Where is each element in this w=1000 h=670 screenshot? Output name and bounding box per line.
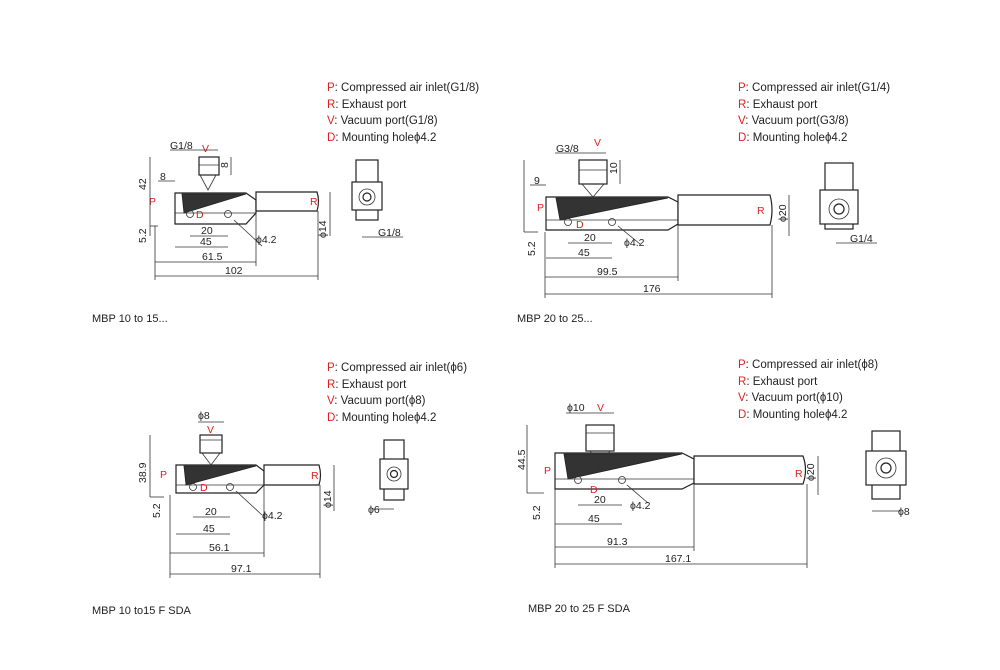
dim-20: 20 [205, 506, 217, 518]
dim-hole: ϕ4.2 [630, 500, 651, 512]
dim-diameter: ϕ20 [805, 463, 817, 481]
port-legend: P: Compressed air inlet(ϕ6) R: Exhaust p… [327, 360, 467, 426]
legend-row-r: R: Exhaust port [738, 98, 818, 111]
technical-drawing: P R V D G3/8 10 9 5.2 20 45 99.5 176 ϕ4.… [523, 137, 877, 298]
dim-45: 45 [203, 523, 215, 535]
dim-total-1: 56.1 [209, 542, 230, 554]
mount-label-d: D [590, 484, 598, 496]
dim-total-1: 61.5 [202, 251, 223, 263]
legend-row-r: R: Exhaust port [327, 98, 407, 111]
legend-row-r: R: Exhaust port [738, 375, 818, 388]
port-legend: P: Compressed air inlet(G1/8) R: Exhaust… [327, 80, 479, 146]
dim-total-2: 167.1 [665, 553, 691, 565]
legend-row-d: D: Mounting holeϕ4.2 [738, 408, 848, 421]
dim-low: 5.2 [526, 241, 538, 256]
inlet-label-p: P [160, 469, 167, 481]
dim-diameter: ϕ14 [317, 220, 329, 238]
dim-total-2: 176 [643, 283, 661, 295]
inlet-label-p: P [149, 196, 156, 208]
dim-20: 20 [594, 494, 606, 506]
exhaust-label-r: R [311, 470, 319, 482]
dim-hole: ϕ4.2 [624, 237, 645, 249]
dim-45: 45 [578, 247, 590, 259]
mount-label-d: D [576, 219, 584, 231]
vacuum-label-v: V [207, 424, 214, 436]
dim-top-port: G3/8 [556, 143, 579, 155]
model-caption: MBP 20 to 25 F SDA [528, 603, 630, 615]
legend-row-v: V: Vacuum port(ϕ10) [738, 392, 843, 404]
dim-top-height: 8 [219, 162, 231, 168]
model-caption: MBP 20 to 25... [517, 313, 593, 325]
model-caption: MBP 10 to15 F SDA [92, 605, 191, 617]
legend-row-v: V: Vacuum port(ϕ8) [327, 395, 426, 407]
legend-row-d: D: Mounting holeϕ4.2 [738, 131, 848, 144]
dim-diameter: ϕ20 [777, 204, 789, 222]
inlet-label-p: P [544, 465, 551, 477]
dim-top-port: G1/8 [170, 140, 193, 152]
dim-45: 45 [200, 236, 212, 248]
legend-row-d: D: Mounting holeϕ4.2 [327, 131, 437, 144]
port-legend: P: Compressed air inlet(ϕ8) R: Exhaust p… [738, 357, 878, 423]
drawing-mbp-10-15-f-sda: P: Compressed air inlet(ϕ6) R: Exhaust p… [0, 335, 500, 670]
drawing-mbp-20-25: P: Compressed air inlet(G1/4) R: Exhaust… [500, 0, 1000, 335]
dim-total-1: 99.5 [597, 266, 618, 278]
dim-20: 20 [584, 232, 596, 244]
dim-hole: ϕ4.2 [256, 234, 277, 246]
dim-low: 5.2 [531, 505, 543, 520]
inlet-label-p: P [537, 202, 544, 214]
vacuum-label-v: V [597, 402, 604, 414]
dim-45: 45 [588, 513, 600, 525]
dim-low: 5.2 [151, 503, 163, 518]
exhaust-label-r: R [310, 196, 318, 208]
port-legend: P: Compressed air inlet(G1/4) R: Exhaust… [738, 80, 890, 146]
dim-height: 44.5 [516, 449, 528, 470]
legend-row-p: P: Compressed air inlet(ϕ8) [738, 359, 879, 371]
dim-left: 9 [534, 175, 540, 187]
dim-height: 38.9 [137, 462, 149, 483]
mount-label-d: D [196, 209, 204, 221]
dim-diameter: ϕ14 [322, 490, 334, 508]
technical-drawing: P R V D ϕ10 44.5 5.2 20 45 91.3 167.1 ϕ4… [516, 402, 910, 568]
model-caption: MBP 10 to 15... [92, 313, 168, 325]
dim-total-1: 91.3 [607, 536, 628, 548]
dim-low: 5.2 [137, 228, 149, 243]
dim-total-2: 97.1 [231, 563, 252, 575]
dim-hole: ϕ4.2 [262, 510, 283, 522]
dim-top-port: ϕ8 [198, 410, 210, 422]
dim-side-port: ϕ6 [368, 504, 380, 516]
technical-drawing: P R V D ϕ8 38.9 5.2 20 45 56.1 97.1 ϕ4.2… [137, 410, 409, 578]
dim-20: 20 [201, 225, 213, 237]
vacuum-label-v: V [202, 143, 209, 155]
drawing-mbp-10-15: P: Compressed air inlet(G1/8) R: Exhaust… [0, 0, 500, 335]
legend-row-r: R: Exhaust port [327, 378, 407, 391]
exhaust-label-r: R [757, 205, 765, 217]
dim-side-port: G1/4 [850, 233, 873, 245]
legend-row-p: P: Compressed air inlet(G1/8) [327, 82, 480, 94]
drawing-mbp-20-25-f-sda: P: Compressed air inlet(ϕ8) R: Exhaust p… [500, 335, 1000, 670]
technical-drawing: P R V D G1/8 8 42 8 5.2 20 45 61.5 102 ϕ… [137, 140, 403, 280]
legend-row-v: V: Vacuum port(G3/8) [738, 115, 849, 127]
exhaust-label-r: R [795, 468, 803, 480]
dim-side-port: ϕ8 [898, 506, 910, 518]
dim-height: 42 [137, 178, 149, 190]
legend-row-p: P: Compressed air inlet(ϕ6) [327, 362, 468, 374]
legend-row-v: V: Vacuum port(G1/8) [327, 115, 438, 127]
legend-row-p: P: Compressed air inlet(G1/4) [738, 82, 891, 94]
dim-side-port: G1/8 [378, 227, 401, 239]
dim-total-2: 102 [225, 265, 243, 277]
dim-left: 8 [160, 171, 166, 183]
dim-top-height: 10 [608, 162, 620, 174]
vacuum-label-v: V [594, 137, 601, 149]
legend-row-d: D: Mounting holeϕ4.2 [327, 411, 437, 424]
dim-top-port: ϕ10 [567, 402, 585, 414]
mount-label-d: D [200, 482, 208, 494]
